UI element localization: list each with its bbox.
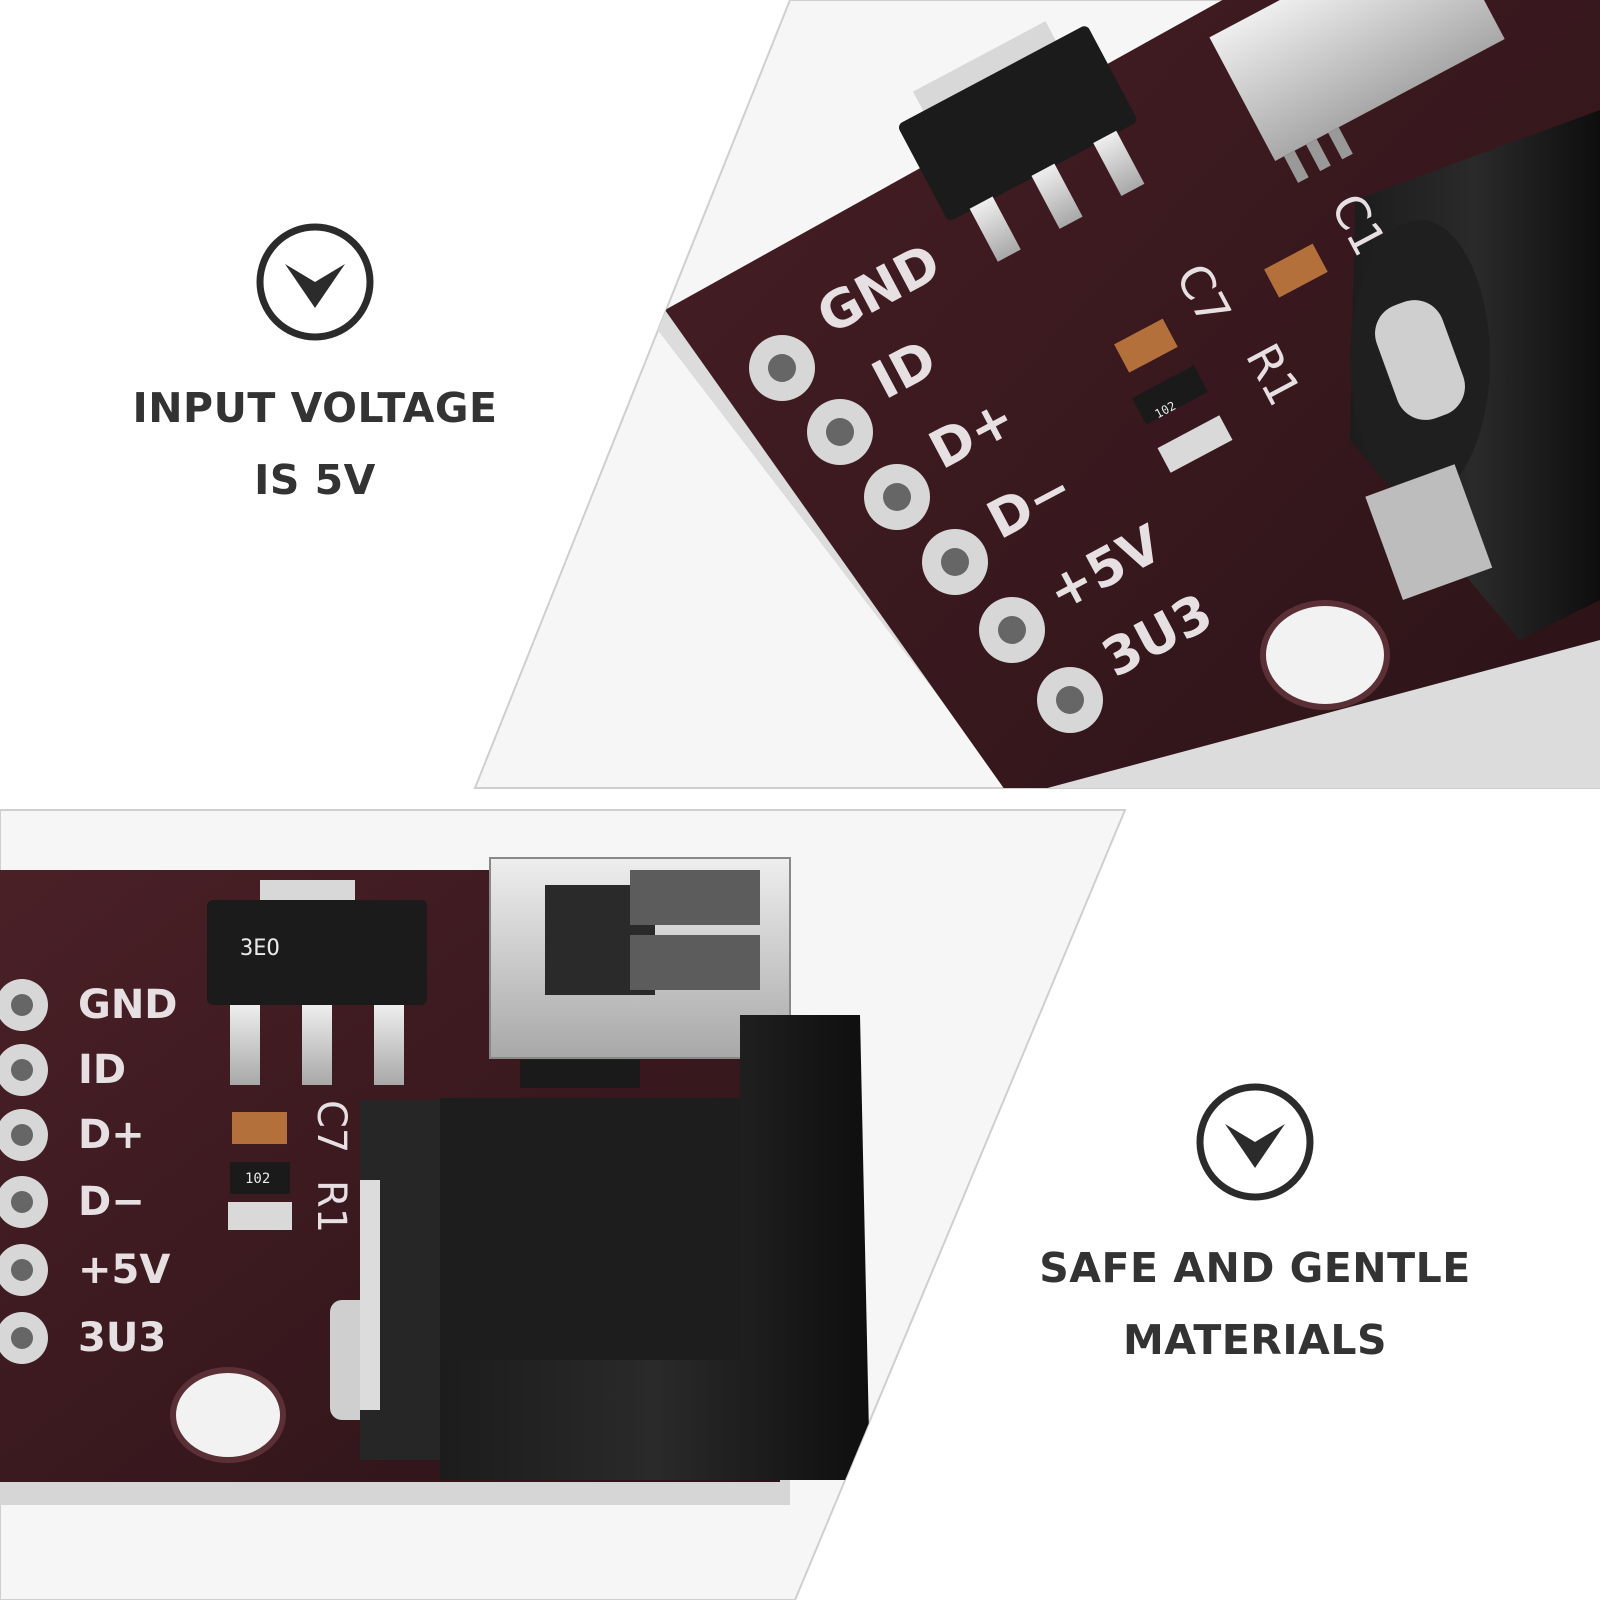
voltage-regulator (898, 21, 1145, 262)
feature-title-line-2: IS 5V (254, 456, 376, 504)
voltage-regulator-bottom: 3EO (207, 880, 427, 1085)
bottom-label-r1: R1 (308, 1180, 354, 1233)
top-pcb-closeup: 102 C1 C7 R1 GND ID D+ D− +5V (650, 0, 1600, 788)
dc-jack (1350, 110, 1600, 640)
bottom-pin-labels: GND ID D+ D− +5V 3U3 (78, 982, 178, 1361)
feature-title-line-2: MATERIALS (1122, 1316, 1388, 1364)
feature-title: INPUT VOLTAGE IS 5V (100, 372, 530, 516)
bottom-pin-label-3v3: 3U3 (78, 1315, 166, 1361)
bottom-label-c7: C7 (308, 1100, 354, 1153)
feature-title: SAFE AND GENTLE MATERIALS (1020, 1232, 1490, 1376)
bottom-pin-label-id: ID (78, 1047, 126, 1093)
bottom-pin-header (0, 979, 48, 1364)
feature-safe-materials: SAFE AND GENTLE MATERIALS (1020, 1082, 1490, 1376)
feature-input-voltage: INPUT VOLTAGE IS 5V (100, 222, 530, 516)
top-pin-header (749, 335, 1103, 733)
feature-title-line-1: INPUT VOLTAGE (132, 384, 498, 432)
feature-title-line-1: SAFE AND GENTLE (1039, 1244, 1471, 1292)
dc-jack-bottom (330, 1015, 870, 1480)
mounting-hole-bottom (170, 1367, 286, 1463)
chevron-down-circle-icon (1196, 1083, 1314, 1201)
bottom-ic-marking: 3EO (240, 936, 280, 961)
mounting-hole (1260, 600, 1390, 710)
bottom-pin-label-5v: +5V (78, 1247, 170, 1293)
bottom-pin-label-gnd: GND (78, 982, 178, 1028)
bottom-pin-label-dminus: D− (78, 1179, 145, 1225)
bottom-pin-label-dplus: D+ (78, 1112, 145, 1158)
usb-connector (1209, 0, 1505, 183)
bottom-resistor-code: 102 (245, 1171, 270, 1187)
chevron-down-circle-icon (256, 223, 374, 341)
bottom-pcb-view: 3EO 102 C7 R1 (0, 857, 870, 1505)
